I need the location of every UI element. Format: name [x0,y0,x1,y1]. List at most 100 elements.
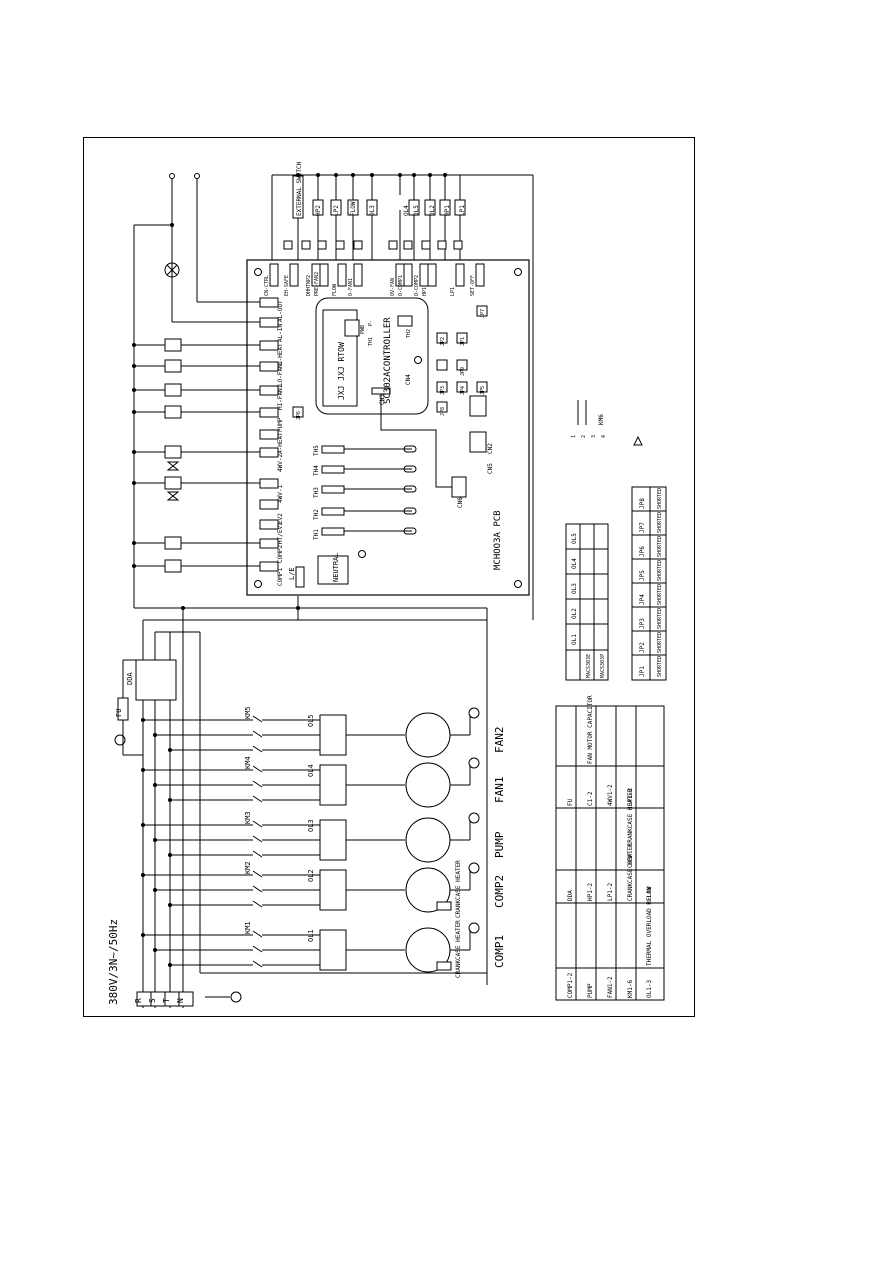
pcb-top-terminal-7: O-COMP1 [398,275,404,296]
pcb-connectors [295,315,487,588]
pcb-terminal-6: A-HEAT [277,432,284,454]
pcb-terminal-8: HI-FAN1 [277,384,284,410]
crankcase-heater-symbols [436,901,452,971]
top-label-2: LP2 [333,205,340,216]
legend-cell-1-5: FAN MOTOR CAPACITOR [587,695,594,764]
legend-cell-3-2: CRANKCASE HEATER [627,843,634,901]
jp-value-5: SHORTED [657,536,663,557]
sensor-th3: TH3 [313,487,320,498]
legend-cell-1-4: C1-2 [587,791,594,806]
connector-cn3: CN3 [379,394,386,405]
motor-name-fan2: FAN2 [493,727,506,754]
legend-cell-4-1: THERMAL OVERLOAD RELAY [646,886,653,966]
model-table-grid [565,523,609,681]
pcb-pin-0: PWB [360,325,366,334]
model-header-4: OL4 [571,558,578,569]
pcb-top-terminal-4: FLOW [332,283,338,296]
phase-s: S [148,998,157,1003]
km6-label: KM6 [598,414,605,425]
km6-mini-diagram [577,400,643,446]
jumper-jp1: JP1 [460,337,466,346]
overload-label-3: OL3 [307,819,315,832]
model-header-3: OL3 [571,583,578,594]
pcb-board [246,259,530,596]
pcb-terminal-0: COMP1 [277,568,284,586]
jumper-jp6: JP6 [296,411,302,420]
pcb-terminal-4: 4WV-1 [277,485,284,503]
overload-label-5: OL5 [307,714,315,727]
legend-cell-2-2: LP1-2 [607,883,614,901]
jp-value-0: SHORTED [657,656,663,677]
jp-value-3: SHORTED [657,584,663,605]
legend-cell-1-2: HP1-2 [587,883,594,901]
motor-name-comp2: COMP2 [493,875,506,908]
motor-name-comp1: COMP1 [493,935,506,968]
overload-label-2: OL2 [307,869,315,882]
contactor-label-5: KM5 [244,706,252,719]
contactor-label-3: KM3 [244,811,252,824]
km6-pin-2: 3 [591,435,597,438]
fuse-label: FU [115,709,123,717]
pcb-neutral: NEUTRAL [332,552,340,582]
sensor-th4: TH4 [313,465,320,476]
km6-pin-0: 1 [571,435,577,438]
connector-cn4: CN4 [405,374,412,385]
jp-value-6: SHORTED [657,512,663,533]
pcb-pin-1: P- [368,320,374,326]
jp-header-4: JP5 [639,570,646,581]
legend-cell-2-0: FAN1-2 [607,976,614,998]
top-label-4: OL3 [369,205,376,216]
jp-header-3: JP4 [639,594,646,605]
contactor-label-4: KM4 [244,756,252,769]
pcb-left-terminals [259,297,279,572]
top-label-5: OL4 [403,205,410,216]
top-switch-symbols [283,175,466,250]
pcb-top-terminal-6: OV-FAN [390,278,396,296]
pcb-top-terminal-3: PRE-FAN2 [314,272,320,296]
legend-cell-0-2: DDA [567,890,574,901]
jumper-jp3: JP3 [440,386,446,395]
jp-header-2: JP3 [639,618,646,629]
km6-pin-3: 4 [601,435,607,438]
phase-r: R [134,998,143,1003]
pcb-top-terminal-2: DHHTNP2 [306,275,312,296]
jp-header-5: JP6 [639,546,646,557]
legend-cell-4-0: OL1-3 [646,980,653,998]
jp-table-grid [631,486,667,681]
sensor-th5: TH5 [313,445,320,456]
km6-pin-1: 2 [581,435,587,438]
pcb-top-terminal-10: LP1 [450,287,456,296]
pcb-top-terminals [269,263,485,287]
pcb-terminal-5: 4WV-2 [277,454,284,472]
pcb-terminal-7: PUMP [277,417,284,432]
controller-name: SC302ACONTROLLER [383,317,393,404]
jumper-jp7: JP7 [480,309,486,318]
phase-n: N [176,998,185,1003]
heater-label-1: CRANKCASE HEATER [455,920,462,978]
model-header-1: OL1 [571,634,578,645]
legend-cell-0-4: FU [567,798,574,806]
jumper-jp4: JP4 [460,386,466,395]
top-label-7: OL2 [429,205,436,216]
legend-table-grid [555,705,665,1001]
phase-t: T [162,998,171,1003]
overload-label-4: OL4 [307,764,315,777]
top-label-8: HP1 [444,205,451,216]
valve-symbols [166,461,180,501]
motor-name-pump: PUMP [493,831,506,858]
connector-cn2: CN2 [487,443,494,454]
cn3-to-cn6-cable [380,394,452,488]
pcb-terminal-9: LO-FAN1 [277,360,284,386]
legend-cell-2-4: 4WV1-2 [607,784,614,806]
pcb-top-terminal-9: HP1 [422,287,428,296]
pcb-terminal-11: AL-IN [277,324,284,342]
pcb-pin-2: TH1 [368,337,374,346]
jumper-jp2: JP2 [440,337,446,346]
relay-label: DDA [126,672,134,685]
top-label-0: EXTERNAL SWITCH [296,161,303,216]
model-header-5: OL5 [571,533,578,544]
sensor-th1: TH1 [313,529,320,540]
legend-cell-3-3: COMP. CRANKCASE HEATER [627,788,634,868]
jp-value-2: SHORTED [657,608,663,629]
